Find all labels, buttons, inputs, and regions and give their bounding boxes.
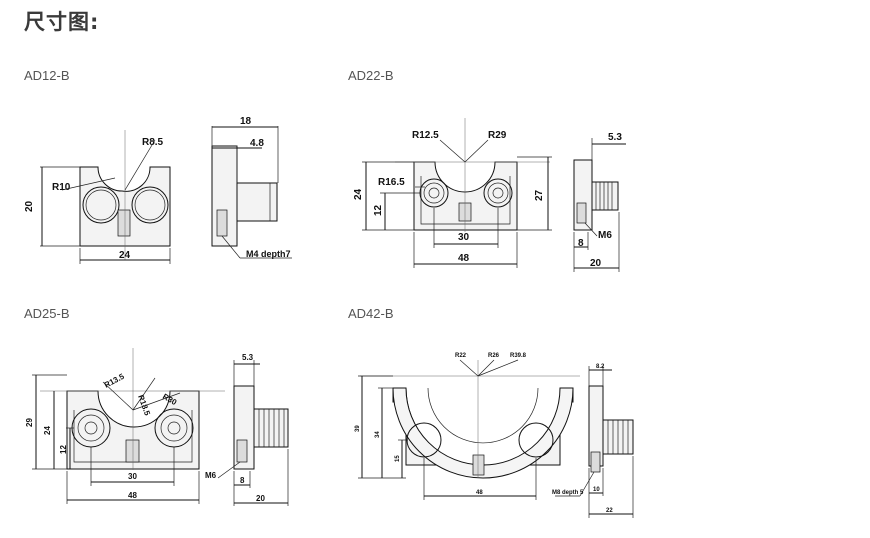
ad22-overall-depth: 20 <box>590 258 602 269</box>
ad25-hole-height: 12 <box>59 445 68 454</box>
ad42-depth: 10 <box>593 487 600 493</box>
ad22-thickness: 5.3 <box>608 132 622 143</box>
page-heading: 尺寸图: <box>24 10 100 34</box>
ad25-overall-height: 29 <box>25 418 34 427</box>
ad42-overall-depth: 22 <box>606 508 613 514</box>
drawing-ad12-front <box>40 130 171 264</box>
ad22-hole-height: 12 <box>373 204 384 216</box>
ad12-offset: 4.8 <box>250 138 264 149</box>
ad42-hole-height: 15 <box>395 455 401 462</box>
ad12-width: 24 <box>119 250 131 261</box>
ad25-width: 48 <box>128 491 137 500</box>
ad22-hole-spacing: 30 <box>458 232 470 243</box>
ad22-r2: R29 <box>488 130 507 141</box>
ad12-thread-note: M4 depth7 <box>246 249 291 259</box>
drawing-ad22-side <box>573 138 626 272</box>
ad22-overall-height: 27 <box>534 189 545 201</box>
ad22-r1: R12.5 <box>412 130 439 141</box>
model-label-ad22: AD22-B <box>348 68 394 83</box>
ad25-thickness: 5.3 <box>242 353 254 362</box>
drawing-ad12-side <box>211 126 292 259</box>
ad25-thread-note: M6 <box>205 471 217 480</box>
ad42-overall-height: 39 <box>355 425 361 432</box>
ad22-depth: 8 <box>578 238 584 249</box>
ad42-width: 48 <box>476 490 483 496</box>
drawing-ad25-side <box>217 360 289 506</box>
model-label-ad12: AD12-B <box>24 68 70 83</box>
ad42-r2: R26 <box>488 353 500 359</box>
ad25-height: 24 <box>43 426 52 435</box>
ad22-width: 48 <box>458 253 470 264</box>
ad12-thickness: 18 <box>240 116 252 127</box>
drawing-ad25-front <box>32 348 225 504</box>
ad22-height: 24 <box>353 188 364 200</box>
drawing-ad22-front <box>362 118 552 268</box>
drawing-ad42-side <box>555 366 634 518</box>
ad12-height: 20 <box>24 200 35 212</box>
ad42-height: 34 <box>375 431 381 438</box>
ad25-r1: R13.5 <box>103 372 127 390</box>
ad42-thickness: 8.2 <box>596 364 605 370</box>
model-label-ad42: AD42-B <box>348 306 394 321</box>
ad22-thread-note: M6 <box>598 230 612 241</box>
ad12-r2: R10 <box>52 182 71 193</box>
ad25-depth: 8 <box>240 476 245 485</box>
ad42-r1: R22 <box>455 353 467 359</box>
ad12-r1: R8.5 <box>142 137 164 148</box>
ad42-thread-note: M8 depth 5 <box>552 490 584 496</box>
drawing-ad42-front <box>358 359 580 500</box>
ad25-hole-spacing: 30 <box>128 472 137 481</box>
model-label-ad25: AD25-B <box>24 306 70 321</box>
ad42-r3: R39.8 <box>510 353 527 359</box>
ad25-r2: R18.5 <box>136 394 152 418</box>
ad22-r3: R16.5 <box>378 177 405 188</box>
ad25-overall-depth: 20 <box>256 494 265 503</box>
